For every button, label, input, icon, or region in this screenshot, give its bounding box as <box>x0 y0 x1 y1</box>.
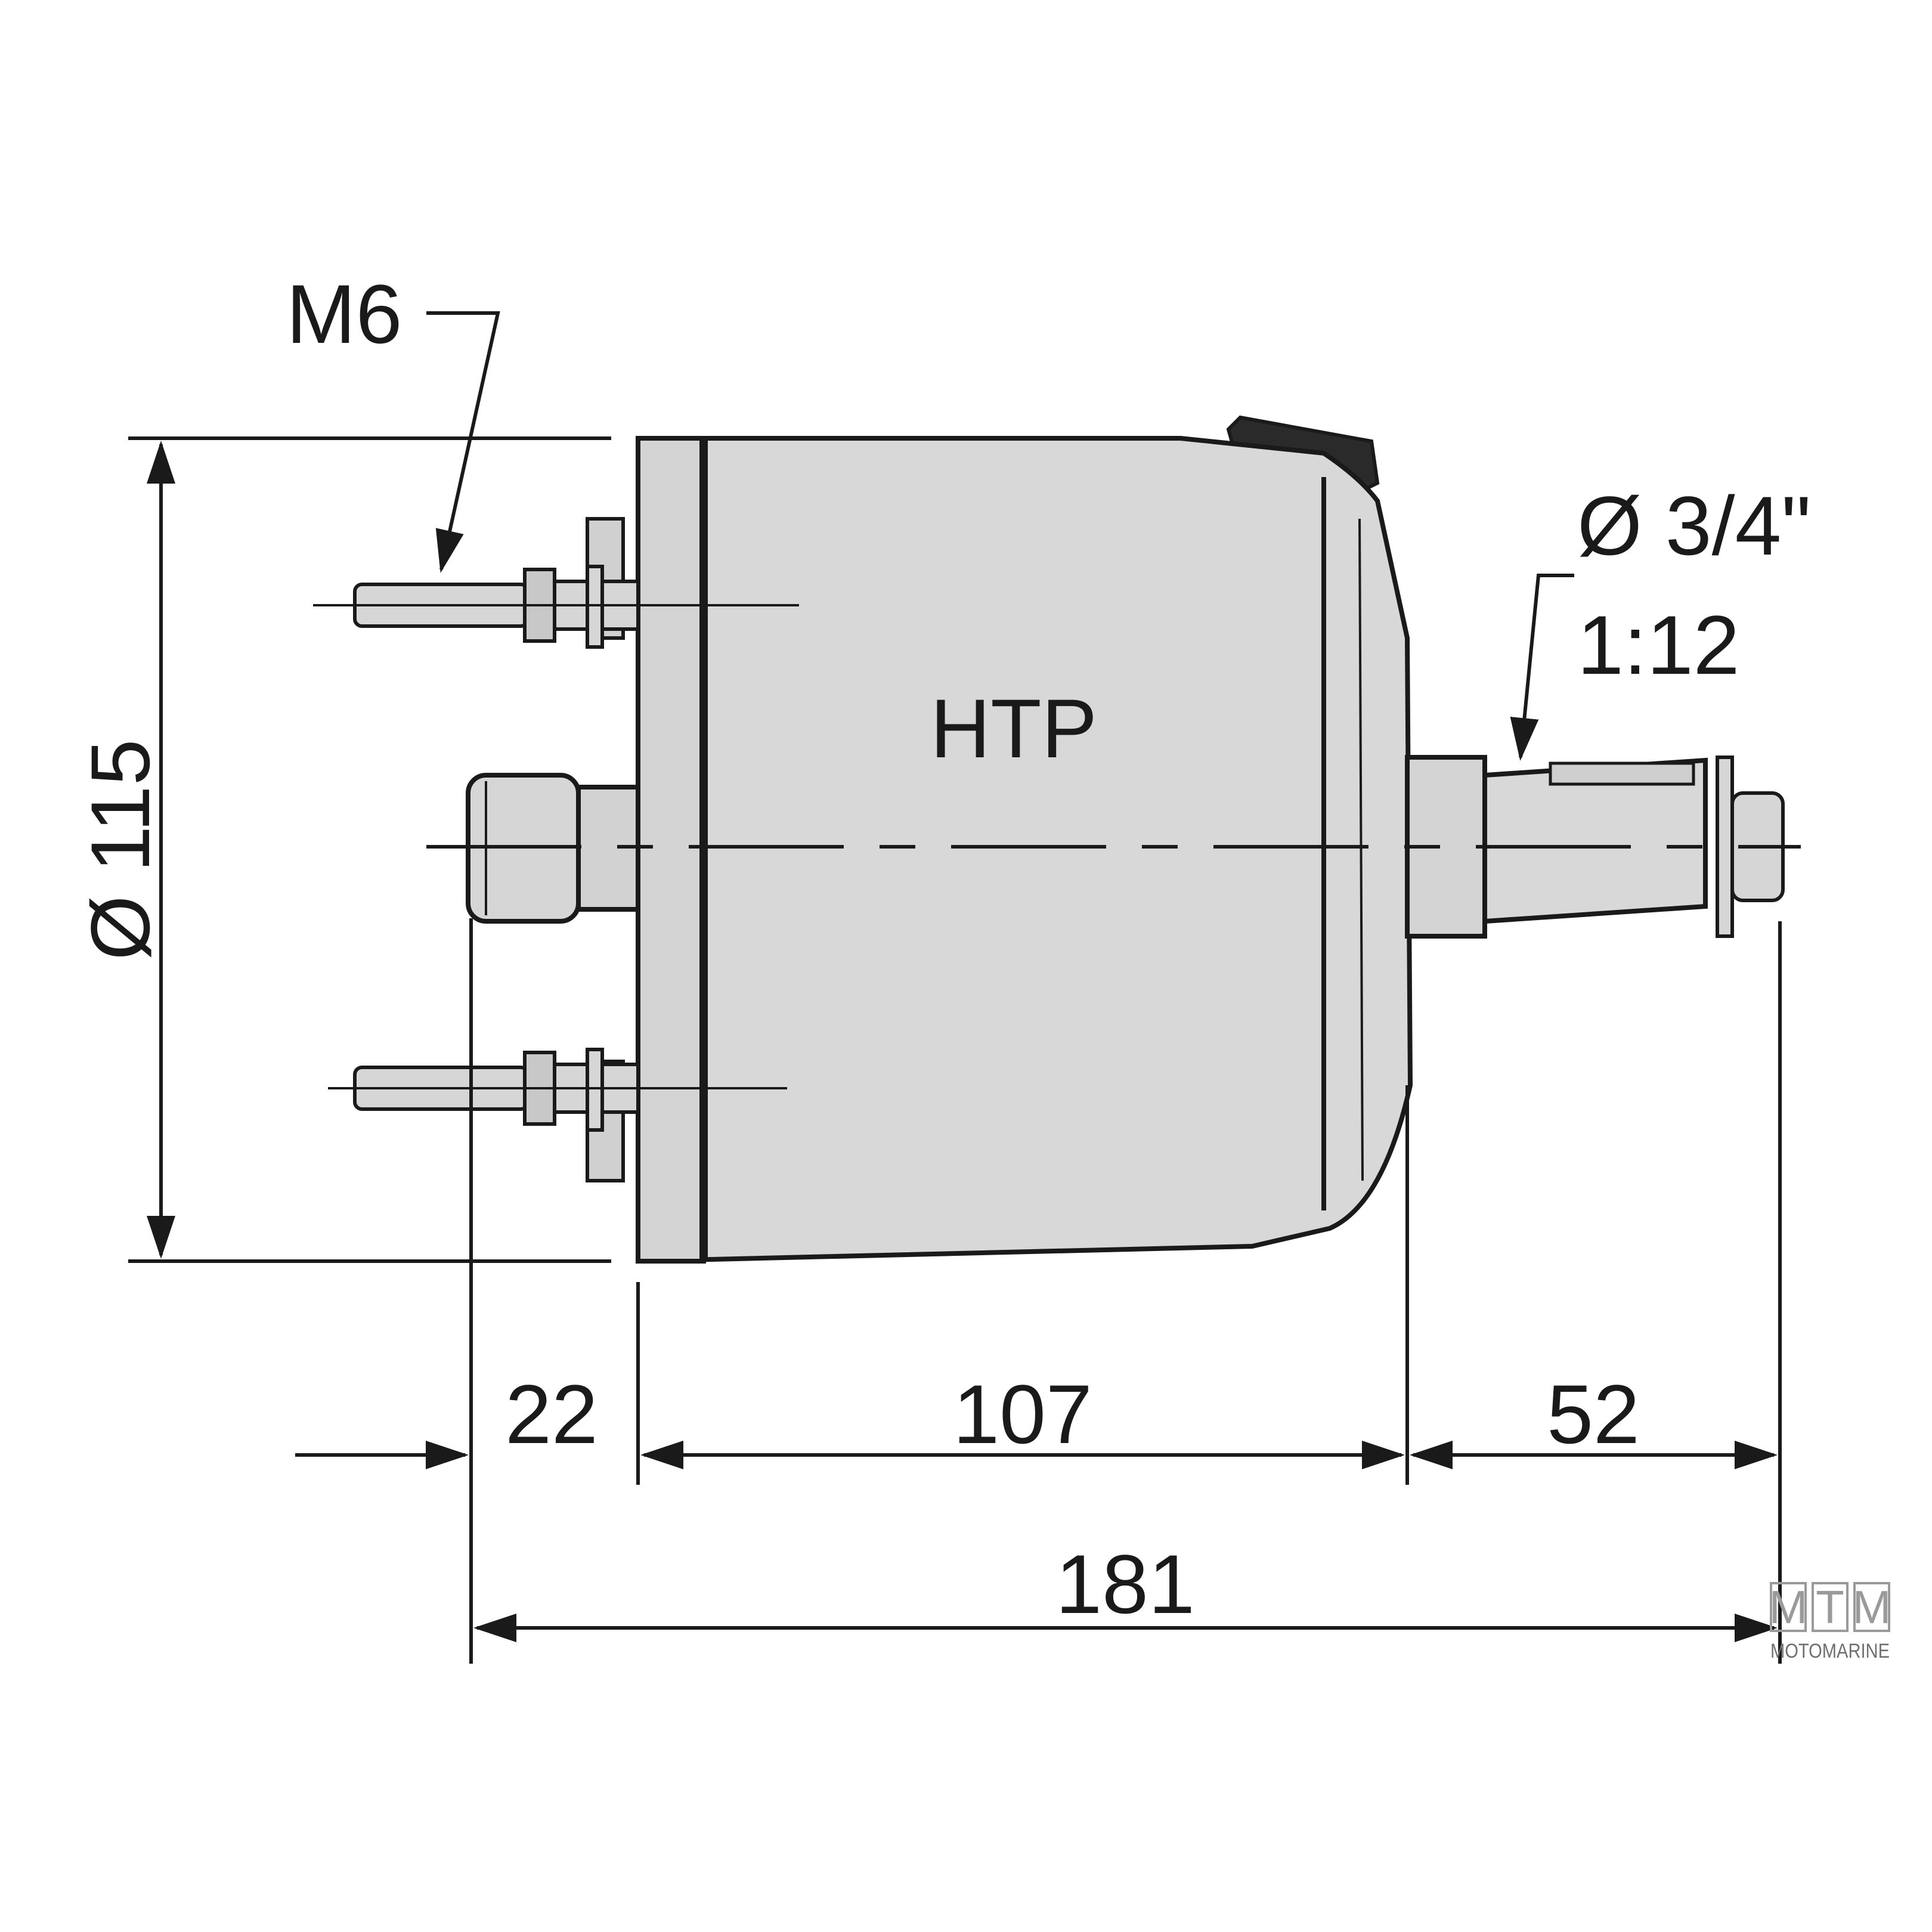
svg-text:T: T <box>1816 1581 1844 1633</box>
svg-text:181: 181 <box>1055 1537 1195 1631</box>
svg-text:MOTOMARINE: MOTOMARINE <box>1770 1640 1890 1662</box>
dimension-body-length: 107 <box>640 1367 1405 1469</box>
dimension-diameter: Ø 115 <box>73 436 611 1263</box>
pump-body: HTP <box>636 415 1413 1264</box>
motomarine-logo: M T M MOTOMARINE <box>1769 1581 1891 1662</box>
svg-text:52: 52 <box>1547 1367 1640 1461</box>
svg-text:22: 22 <box>505 1367 598 1461</box>
dimension-overall-length: 181 <box>473 1537 1778 1642</box>
dimension-front-length: 22 <box>295 1367 598 1469</box>
diameter-label: Ø 115 <box>73 739 167 961</box>
front-stud-bottom <box>328 1048 787 1182</box>
thread-callout: M6 <box>286 267 500 573</box>
svg-text:M: M <box>1769 1581 1808 1633</box>
housing <box>636 436 1413 1264</box>
shaft-callout: Ø 3/4" 1:12 <box>1510 479 1811 761</box>
svg-text:M: M <box>1853 1581 1891 1633</box>
svg-text:107: 107 <box>953 1367 1092 1461</box>
svg-text:M6: M6 <box>286 267 402 361</box>
front-flange <box>636 436 706 1264</box>
dimension-shaft-length: 52 <box>1410 1367 1778 1469</box>
part-label: HTP <box>930 682 1097 775</box>
front-stud-top <box>313 517 799 649</box>
extension-lines <box>469 918 1782 1664</box>
taper-label: 1:12 <box>1577 598 1739 692</box>
shaft-diameter-label: Ø 3/4" <box>1577 479 1811 572</box>
